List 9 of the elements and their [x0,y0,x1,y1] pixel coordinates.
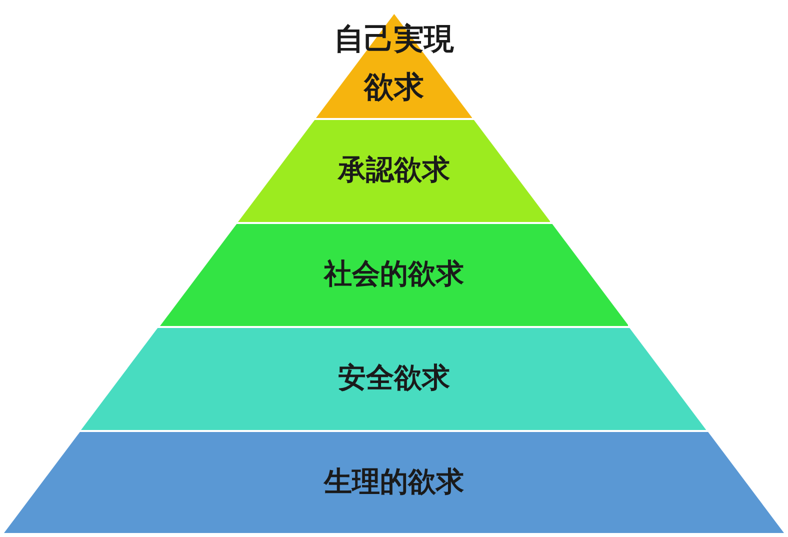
tier-label: 安全欲求 [338,360,450,396]
tier-label: 承認欲求 [338,152,450,188]
pyramid-tier [160,222,628,326]
pyramid-tier [238,118,550,222]
tier-label: 生理的欲求 [324,464,464,500]
tier-label: 社会的欲求 [324,256,464,292]
pyramid-tier [316,14,472,118]
pyramid-tier [81,326,707,430]
pyramid-tier [4,430,784,533]
